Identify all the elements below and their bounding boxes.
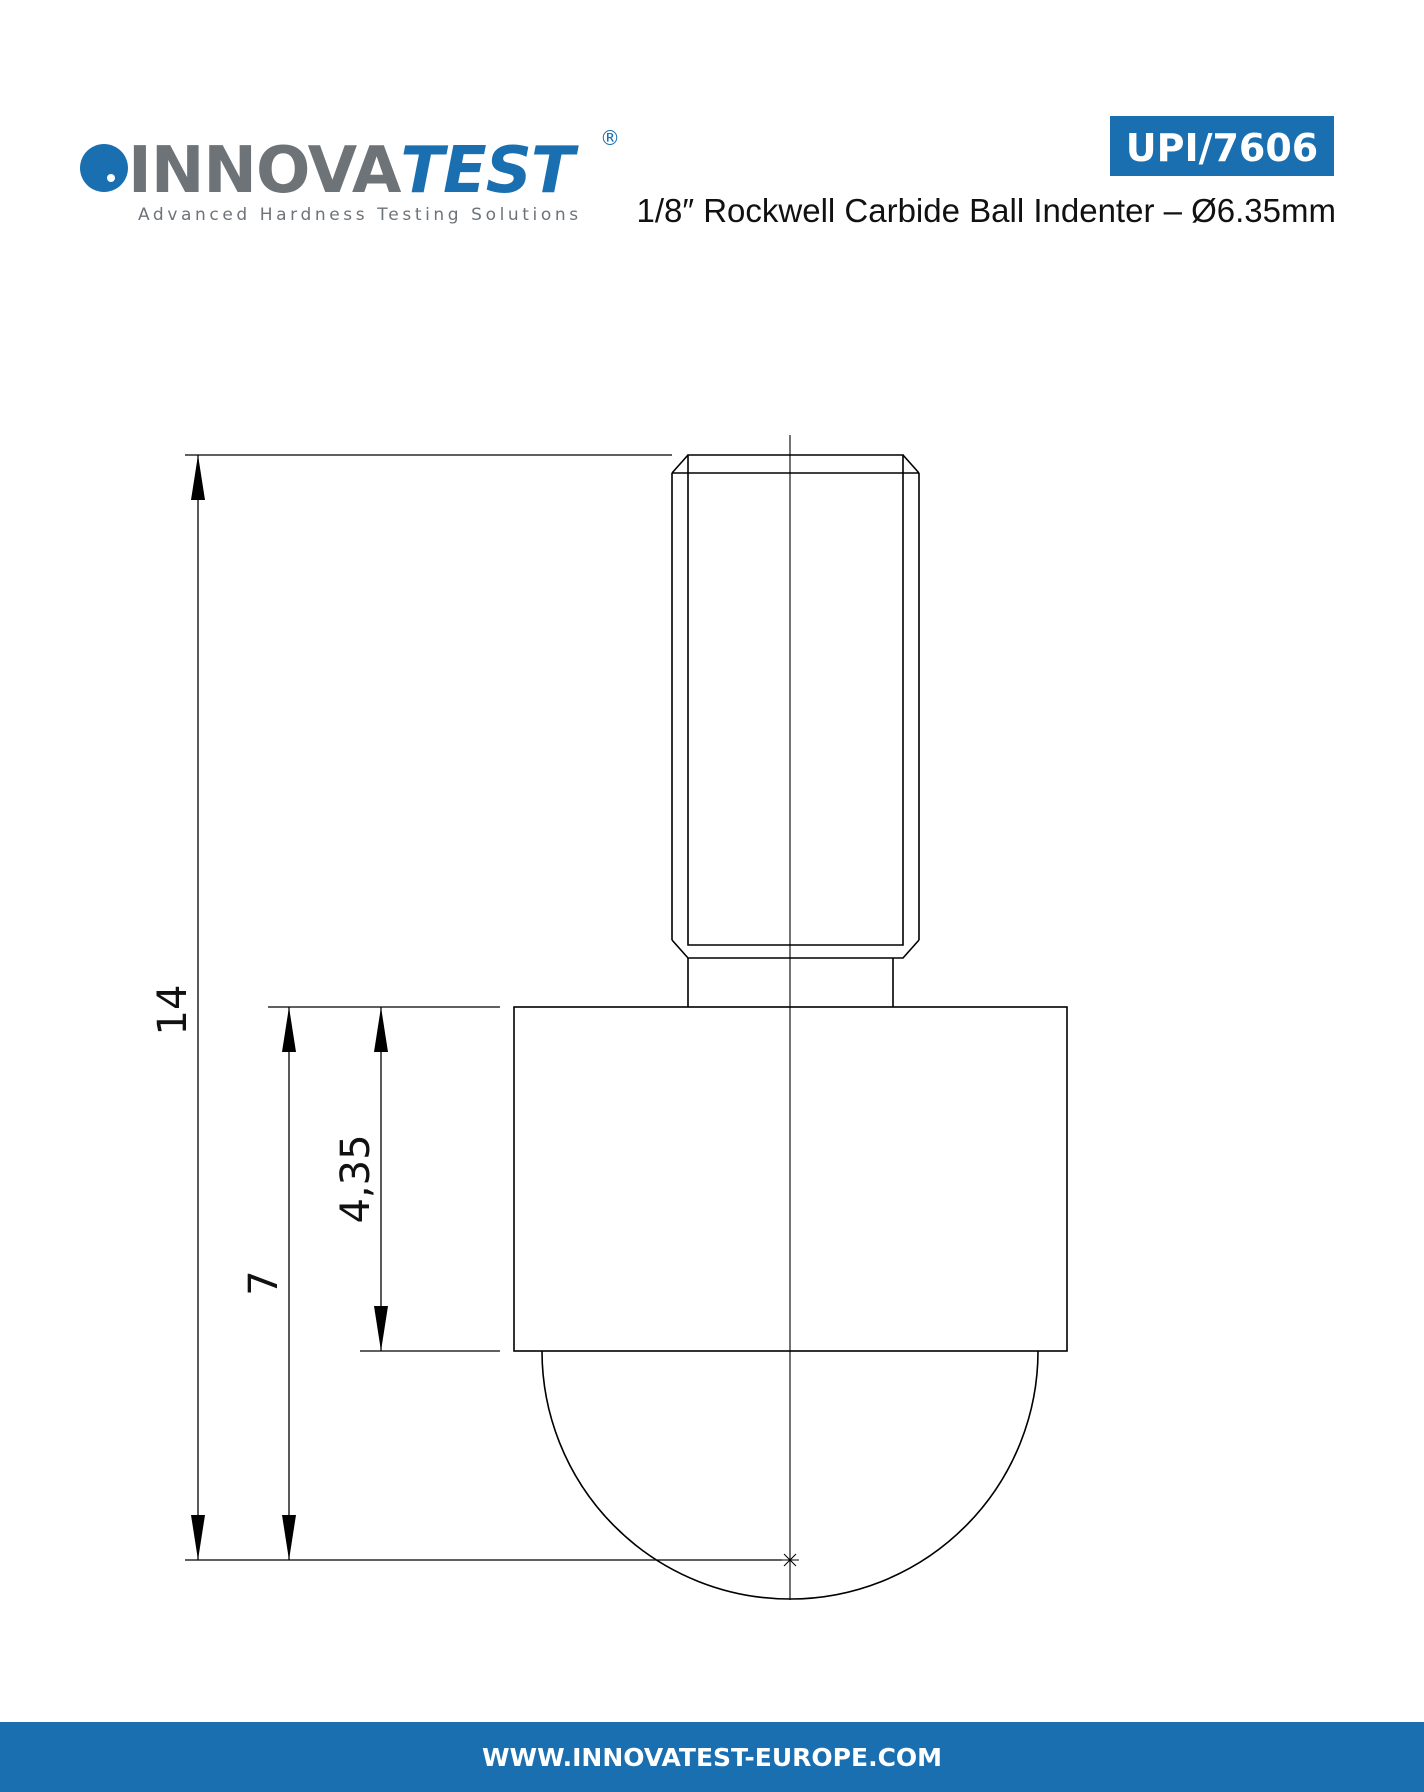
- logo-dot-icon: [80, 144, 128, 192]
- product-code: UPI/7606: [1126, 126, 1319, 170]
- ball-apex-mark: [781, 1553, 799, 1567]
- dimension-overall-height: 14: [150, 455, 205, 1560]
- footer-bar: WWW.INNOVATEST-EUROPE.COM: [0, 1722, 1424, 1792]
- footer-website-link[interactable]: WWW.INNOVATEST-EUROPE.COM: [482, 1743, 942, 1772]
- product-code-badge: UPI/7606: [1110, 116, 1334, 176]
- logo-tagline: Advanced Hardness Testing Solutions: [138, 205, 582, 225]
- shank-bottom-chamfer: [671, 939, 920, 959]
- logo-registered-mark: ®: [600, 126, 620, 150]
- product-title: 1/8″ Rockwell Carbide Ball Indenter – Ø6…: [636, 192, 1336, 229]
- dimension-overall-height-label: 14: [150, 985, 196, 1036]
- indenter-shank: [687, 454, 904, 946]
- dimension-body-height: 4,35: [333, 1007, 388, 1351]
- innovatest-logo: INNOVATEST ® Advanced Hardness Testing S…: [80, 126, 620, 225]
- indenter-neck: [687, 958, 894, 1007]
- extension-lines: [185, 454, 782, 1561]
- dimension-ball-height: 7: [241, 1007, 296, 1560]
- dimension-ball-height-label: 7: [241, 1270, 287, 1295]
- logo-brand-part2: TEST: [400, 134, 578, 208]
- shank-top-chamfer: [671, 454, 920, 940]
- svg-text:INNOVATEST: INNOVATEST: [128, 134, 579, 208]
- logo-brand-part1: INNOVA: [128, 134, 402, 208]
- dimension-body-height-label: 4,35: [333, 1134, 379, 1223]
